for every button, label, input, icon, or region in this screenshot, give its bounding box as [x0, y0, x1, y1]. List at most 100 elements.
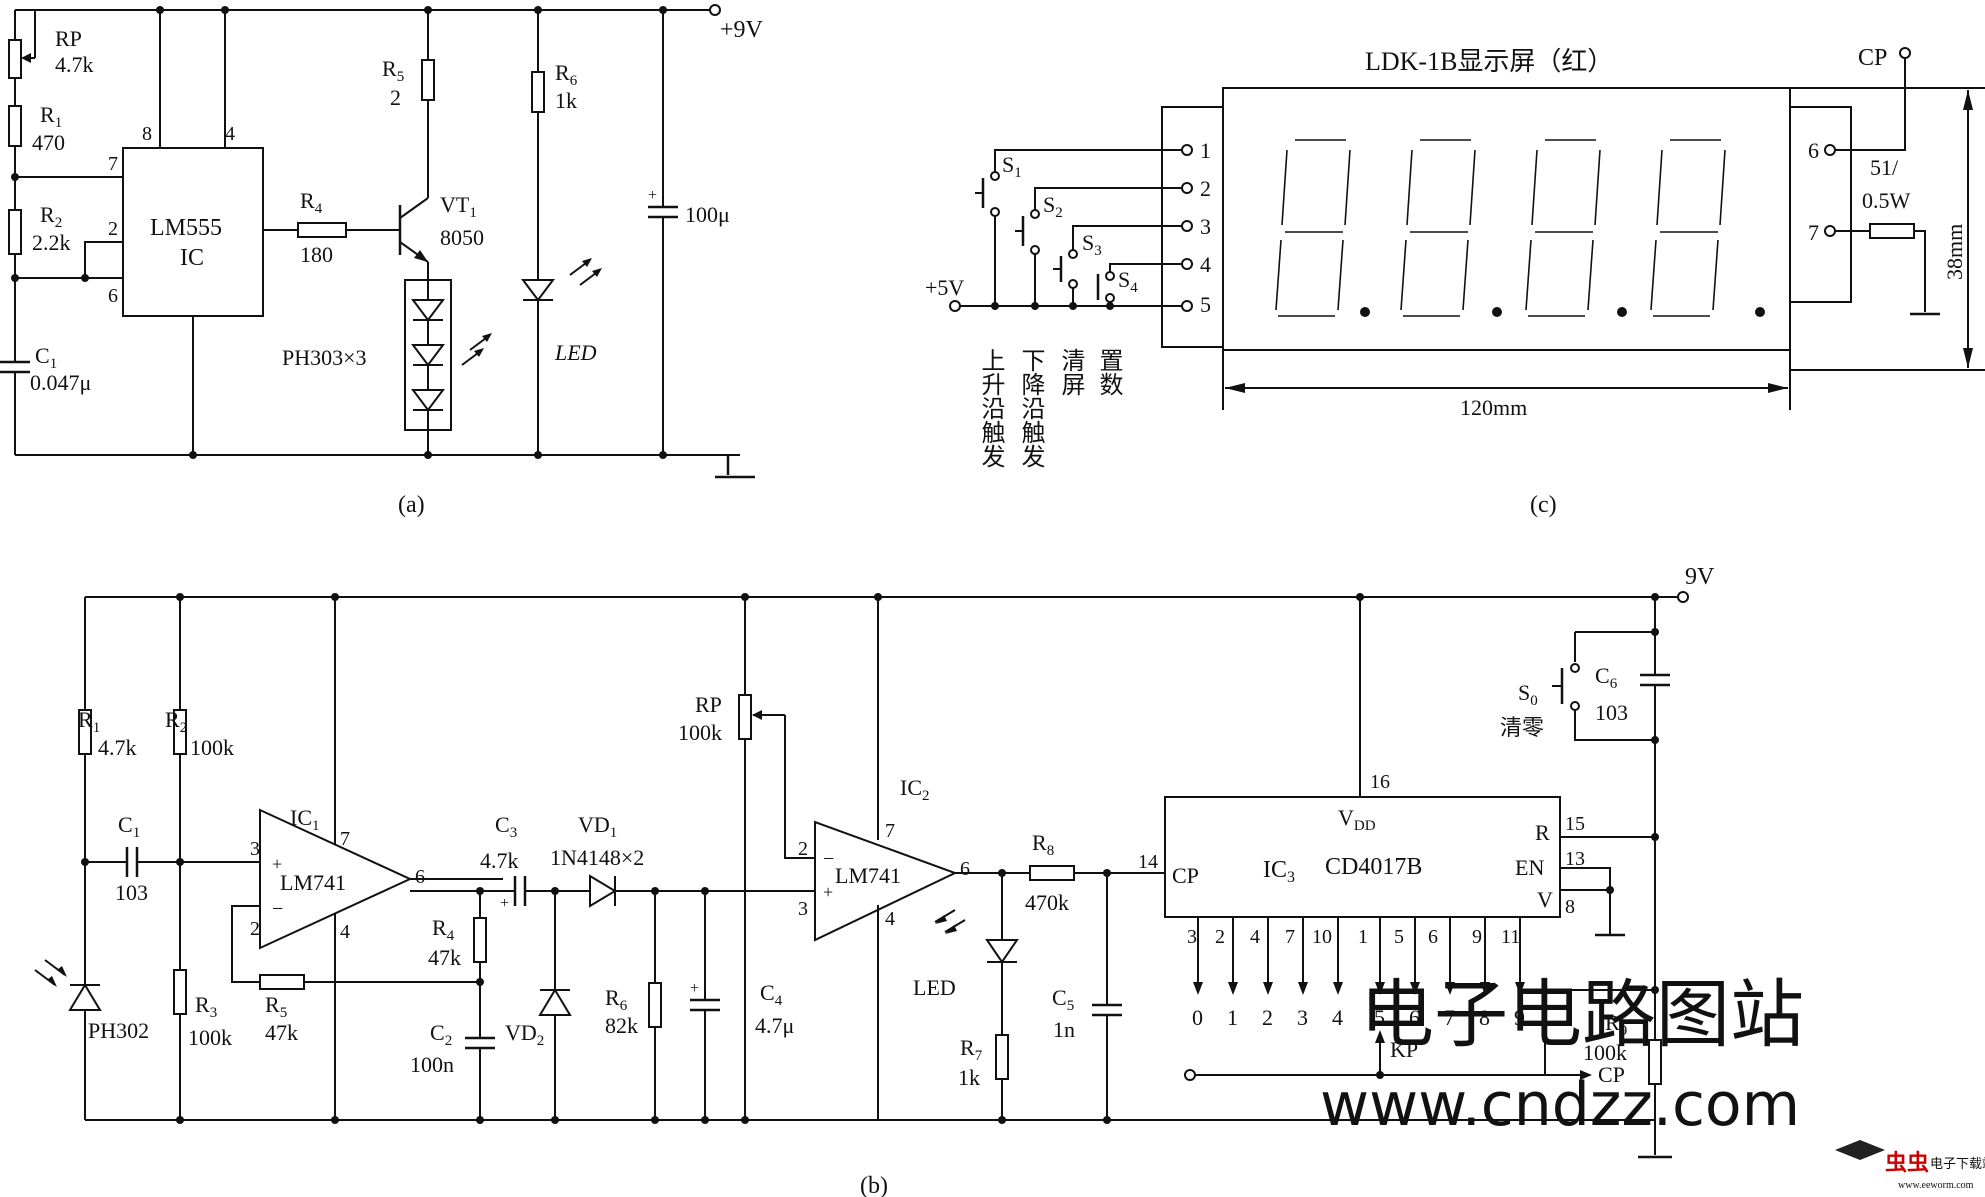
- r2-label: R2: [40, 202, 62, 231]
- b-r6-label: R6: [605, 985, 628, 1014]
- b-r1-value: 4.7k: [98, 735, 137, 760]
- decimal-point: [1617, 307, 1627, 317]
- ic3-label: IC3: [1263, 857, 1295, 886]
- rp-label: RP: [55, 26, 82, 51]
- ph302-label: PH302: [88, 1018, 149, 1043]
- b-r8-label: R8: [1032, 830, 1054, 859]
- decimal-point: [1755, 307, 1765, 317]
- switch-s3: [1053, 249, 1078, 306]
- svg-text:5: 5: [1394, 926, 1404, 948]
- ic1-pin-6: 6: [415, 866, 425, 888]
- site-logo: 虫虫 电子下载站 www.eeworm.com: [1835, 1140, 1985, 1191]
- ic2-pin-7: 7: [885, 820, 895, 842]
- b-c1-value: 103: [115, 880, 148, 905]
- cap-100u-value: 100μ: [685, 202, 730, 227]
- c4-plus: +: [690, 980, 699, 997]
- left-pin-labels: 1 2 3 4 5: [1200, 138, 1211, 317]
- svg-text:7: 7: [1444, 1005, 1455, 1030]
- panel-c-caption: (c): [1530, 492, 1557, 518]
- b-c2-label: C2: [430, 1020, 452, 1049]
- b-c5-value: 1n: [1053, 1017, 1075, 1042]
- dimension-height: 38mm: [1942, 224, 1967, 280]
- b-r4-value: 47k: [428, 945, 461, 970]
- ic2-opamp: [814, 820, 958, 942]
- svg-text:5: 5: [1200, 292, 1211, 317]
- dimension-width: 120mm: [1460, 395, 1527, 420]
- ic2-pin-2: 2: [798, 838, 808, 860]
- right-pin-7: 7: [1808, 220, 1819, 245]
- ic2-chip: LM741: [835, 863, 901, 888]
- svg-text:4: 4: [1250, 926, 1260, 948]
- ic2-pin-3: 3: [798, 898, 808, 920]
- switch-s4: [1096, 271, 1115, 306]
- lm555-ic: IC: [180, 245, 204, 271]
- led-diode: [521, 279, 555, 302]
- c3-plus: +: [500, 895, 509, 912]
- b-c6-value: 103: [1595, 700, 1628, 725]
- svg-text:2: 2: [1200, 176, 1211, 201]
- ic2-label: IC2: [900, 775, 930, 804]
- svg-text:2: 2: [1262, 1005, 1273, 1030]
- svg-text:5: 5: [1374, 1005, 1385, 1030]
- b-r6-resistor: [648, 982, 662, 1028]
- decimal-point: [1360, 307, 1370, 317]
- b-r5-resistor: [259, 974, 305, 990]
- cp-label: CP: [1858, 45, 1887, 71]
- vd1-value: 1N4148×2: [550, 845, 644, 870]
- svg-text:4: 4: [1332, 1005, 1343, 1030]
- ic3-pin-8: 8: [1565, 896, 1575, 918]
- r2-value: 2.2k: [32, 230, 71, 255]
- b-r4-resistor: [473, 917, 487, 963]
- b-r3-label: R3: [195, 992, 217, 1021]
- rp-value: 4.7k: [55, 52, 94, 77]
- b-c6-label: C6: [1595, 663, 1618, 692]
- svg-text:9: 9: [1514, 1005, 1525, 1030]
- b-c3-value: 4.7k: [480, 848, 519, 873]
- svg-text:4: 4: [1200, 252, 1211, 277]
- right-pin-6: 6: [1808, 138, 1819, 163]
- b-r2-label: R2: [165, 707, 187, 736]
- ic1-plus: +: [272, 854, 282, 874]
- ic1-pin-2: 2: [250, 918, 260, 940]
- vd2-diode: [538, 988, 572, 1016]
- ic1-chip: LM741: [280, 870, 346, 895]
- panel-b-supply: 9V: [1685, 564, 1715, 590]
- label-preset: 置数: [1095, 348, 1123, 396]
- s2-label: S2: [1043, 192, 1063, 221]
- r4-label: R4: [300, 188, 323, 217]
- ic1-pin-7: 7: [340, 828, 350, 850]
- r1-label: R1: [40, 102, 62, 131]
- svg-text:1: 1: [1200, 138, 1211, 163]
- svg-text:1: 1: [1358, 926, 1368, 948]
- b-rp-potentiometer: [738, 694, 752, 740]
- b-c5-label: C5: [1052, 985, 1074, 1014]
- b-r3-value: 100k: [188, 1025, 232, 1050]
- r6-resistor: [531, 71, 545, 113]
- ph303-label: PH303×3: [282, 345, 367, 370]
- panel-b: 9V R1 4.7k PH302 C1 103 R2 100: [34, 564, 1715, 1197]
- b-r7-label: R7: [960, 1035, 983, 1064]
- b-r2-value: 100k: [190, 735, 234, 760]
- r4-value: 180: [300, 242, 333, 267]
- lm555-name: LM555: [150, 215, 222, 241]
- ic1-minus: −: [272, 898, 283, 920]
- ph302-light-arrows: [34, 959, 67, 987]
- watermark-url: www.cndzz.com: [1320, 1070, 1800, 1140]
- cp-line-label: CP: [1598, 1062, 1625, 1087]
- b-r8-resistor: [1029, 865, 1075, 881]
- ic3-vdd: VDD: [1338, 805, 1376, 834]
- led-light-arrows: [569, 258, 602, 286]
- panel-a: +9V RP 4.7k R1 470 R2 2.2k C1 0.047μ: [0, 4, 764, 518]
- c1-value: 0.047μ: [30, 370, 91, 395]
- r5-resistor: [421, 59, 435, 101]
- r5-value: 2: [390, 85, 401, 110]
- b-rp-value: 100k: [678, 720, 722, 745]
- kp-label: KP: [1390, 1037, 1418, 1062]
- display-right-tab: [1789, 106, 1852, 303]
- b-c4-label: C4: [760, 980, 783, 1009]
- cap-100u-plus: +: [648, 187, 657, 204]
- ic3-pin-13: 13: [1565, 848, 1585, 870]
- decimal-point: [1492, 307, 1502, 317]
- b-r4-label: R4: [432, 915, 455, 944]
- b-r9-value: 100k: [1583, 1040, 1627, 1065]
